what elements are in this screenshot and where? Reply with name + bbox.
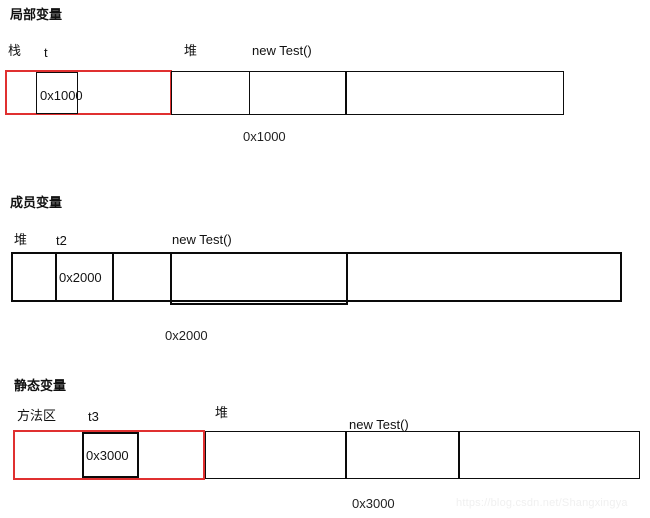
label-object-member: new Test() — [172, 232, 232, 247]
heap-region-local — [171, 71, 564, 115]
method-area-cell-static — [82, 432, 139, 478]
label-heap-static: 堆 — [215, 405, 229, 420]
method-area-region-static — [13, 430, 205, 480]
section-heading-static: 静态变量 — [14, 378, 67, 393]
label-variable-t3: t3 — [88, 409, 99, 424]
divider-1-member — [55, 252, 57, 302]
stack-region-local — [5, 70, 172, 115]
heap-divider-1-static — [345, 431, 347, 479]
watermark-text: https://blog.csdn.net/Shangxingya — [456, 497, 628, 509]
heap-divider-2-static — [458, 431, 460, 479]
address-label-member: 0x2000 — [165, 328, 208, 343]
label-variable-t2: t2 — [56, 233, 67, 248]
stack-cell-value-static: 0x3000 — [86, 448, 129, 463]
stack-cell-value-local: 0x1000 — [40, 88, 83, 103]
label-heap-local: 堆 — [184, 43, 198, 58]
stack-cell-value-member: 0x2000 — [59, 270, 102, 285]
heap-region-static — [205, 431, 640, 479]
label-heap-member: 堆 — [14, 232, 28, 247]
heap-divider-2-local — [345, 71, 347, 115]
address-label-local: 0x1000 — [243, 129, 286, 144]
section-heading-local: 局部变量 — [10, 7, 63, 22]
heap-divider-1-local — [249, 71, 250, 115]
stack-cell-local — [36, 72, 78, 114]
address-label-static: 0x3000 — [352, 496, 395, 511]
label-method-area-static: 方法区 — [17, 408, 57, 423]
label-object-local: new Test() — [252, 43, 312, 58]
label-object-static: new Test() — [349, 417, 409, 432]
label-stack-local: 栈 — [8, 43, 22, 58]
object-box-member — [170, 252, 348, 305]
section-heading-member: 成员变量 — [10, 195, 63, 210]
label-variable-t: t — [44, 45, 48, 60]
divider-2-member — [112, 252, 114, 302]
